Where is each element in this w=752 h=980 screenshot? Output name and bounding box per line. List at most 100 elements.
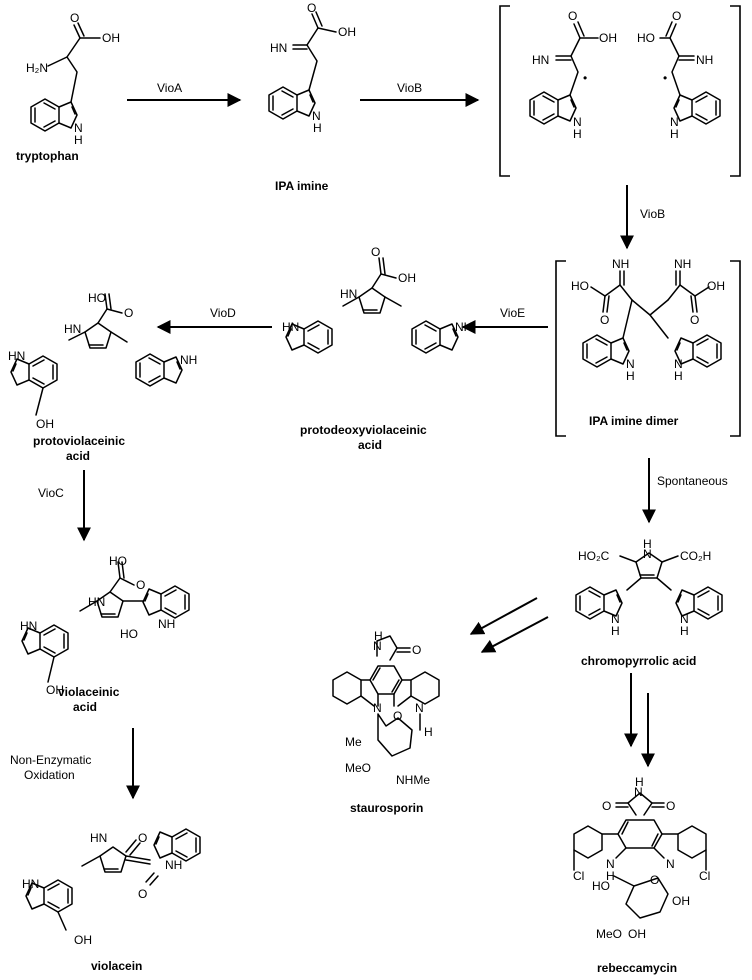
svg-text:OH: OH — [46, 683, 64, 697]
svg-text:H: H — [606, 869, 615, 883]
svg-text:N: N — [573, 115, 582, 129]
svg-text:OH: OH — [102, 31, 120, 45]
svg-text:OH: OH — [36, 417, 54, 431]
bracket-right-radical — [730, 5, 741, 177]
svg-text:MeO: MeO — [345, 761, 371, 775]
svg-text:H: H — [74, 133, 83, 147]
svg-text:H: H — [643, 537, 652, 551]
label-staurosporin: staurosporin — [350, 801, 423, 815]
enzyme-label-vioA: VioA — [157, 81, 182, 95]
svg-text:H: H — [611, 624, 620, 638]
svg-text:H₂N: H₂N — [26, 61, 48, 75]
svg-text:OH: OH — [74, 933, 92, 947]
arrow-stauro-1 — [469, 597, 538, 635]
reaction-arrows — [77, 93, 656, 800]
bracket-left-dimer — [555, 260, 566, 437]
svg-text:H: H — [374, 629, 383, 643]
svg-text:H: H — [635, 775, 644, 789]
molecule-violaceinic-acid: HO O HN HN OH NH HO — [20, 554, 190, 697]
svg-text:•: • — [583, 71, 587, 85]
molecule-tryptophan: O OH H₂N N H — [26, 11, 120, 147]
svg-text:HN: HN — [532, 53, 549, 67]
molecule-staurosporin: O H N N N O H Me MeO NHMe — [332, 629, 440, 787]
svg-text:H: H — [680, 624, 689, 638]
label-violaceinic-1: violaceinic — [58, 685, 120, 699]
svg-text:HO: HO — [109, 554, 127, 568]
svg-text:MeO: MeO — [596, 927, 622, 941]
svg-text:HO: HO — [120, 627, 138, 641]
svg-text:OH: OH — [398, 271, 416, 285]
molecule-chromopyrrolic-acid: H N HO₂C CO₂H N H N H — [575, 537, 723, 638]
svg-text:O: O — [371, 245, 380, 259]
molecule-protoviolaceinic-acid: HO O HN HN OH NH — [8, 291, 197, 431]
molecule-violacein: O HN HN OH NH O — [22, 828, 201, 947]
svg-text:NH: NH — [165, 858, 182, 872]
svg-text:HN: HN — [22, 877, 39, 891]
svg-text:O: O — [568, 9, 577, 23]
svg-text:NH: NH — [158, 617, 175, 631]
svg-text:OH: OH — [672, 894, 690, 908]
svg-text:O: O — [138, 887, 147, 901]
svg-text:O: O — [666, 799, 675, 813]
arrow-stauro-2 — [480, 616, 549, 653]
bracket-left-radical — [499, 5, 510, 177]
svg-text:OH: OH — [628, 927, 646, 941]
svg-text:Cl: Cl — [573, 869, 584, 883]
bracket-right-dimer — [730, 260, 741, 437]
svg-text:O: O — [393, 709, 402, 723]
svg-text:NHMe: NHMe — [396, 773, 430, 787]
svg-text:NH: NH — [612, 257, 629, 271]
svg-text:N: N — [74, 121, 83, 135]
svg-text:NH: NH — [696, 53, 713, 67]
svg-text:N: N — [611, 612, 620, 626]
svg-text:H: H — [674, 369, 683, 383]
svg-text:O: O — [412, 643, 421, 657]
svg-text:N: N — [680, 612, 689, 626]
svg-text:O: O — [307, 1, 316, 15]
svg-text:H: H — [313, 121, 322, 135]
svg-text:HN: HN — [282, 320, 299, 334]
svg-text:HN: HN — [90, 831, 107, 845]
svg-text:Cl: Cl — [699, 869, 710, 883]
svg-text:O: O — [136, 578, 145, 592]
svg-text:O: O — [690, 313, 699, 327]
svg-text:NH: NH — [180, 353, 197, 367]
svg-text:HO: HO — [571, 279, 589, 293]
svg-text:O: O — [138, 831, 147, 845]
svg-text:Me: Me — [345, 735, 362, 749]
svg-text:H: H — [424, 725, 433, 739]
label-protoviolaceinic-1: protoviolaceinic — [33, 434, 125, 448]
label-rebeccamycin: rebeccamycin — [597, 961, 677, 975]
svg-text:•: • — [663, 71, 667, 85]
molecule-ipa-imine-dimer: O O HO OH NH NH N H N H — [571, 257, 725, 383]
enzyme-label-vioE: VioE — [500, 306, 525, 320]
svg-text:NH: NH — [674, 257, 691, 271]
svg-text:O: O — [650, 873, 659, 887]
svg-text:N: N — [666, 857, 675, 871]
svg-text:N: N — [312, 109, 321, 123]
svg-text:H: H — [573, 127, 582, 141]
svg-text:N: N — [670, 115, 679, 129]
enzyme-label-vioC: VioC — [38, 486, 64, 500]
enzyme-label-spontaneous: Spontaneous — [657, 474, 728, 488]
enzyme-label-vioB-2: VioB — [640, 207, 665, 221]
label-violacein: violacein — [91, 959, 142, 973]
enzyme-label-nonenzymatic-1: Non-Enzymatic — [10, 753, 91, 767]
molecule-protodeoxyviolaceinic-acid: O OH HN HN NH — [282, 245, 472, 354]
label-protodeoxyviolaceinic-1: protodeoxyviolaceinic — [300, 423, 427, 437]
label-ipa-imine-dimer: IPA imine dimer — [589, 414, 679, 428]
svg-text:HN: HN — [20, 619, 37, 633]
label-tryptophan: tryptophan — [16, 149, 79, 163]
svg-text:HN: HN — [64, 322, 81, 336]
label-chromopyrrolic-acid: chromopyrrolic acid — [581, 654, 696, 668]
svg-text:O: O — [70, 11, 79, 25]
svg-text:N: N — [373, 701, 382, 715]
molecule-ipa-imine: O OH HN N H — [268, 1, 356, 135]
svg-text:HN: HN — [8, 349, 25, 363]
label-protodeoxyviolaceinic-2: acid — [358, 438, 382, 452]
label-ipa-imine: IPA imine — [275, 179, 329, 193]
svg-text:O: O — [124, 306, 133, 320]
svg-text:O: O — [600, 313, 609, 327]
svg-text:HO: HO — [88, 291, 106, 305]
